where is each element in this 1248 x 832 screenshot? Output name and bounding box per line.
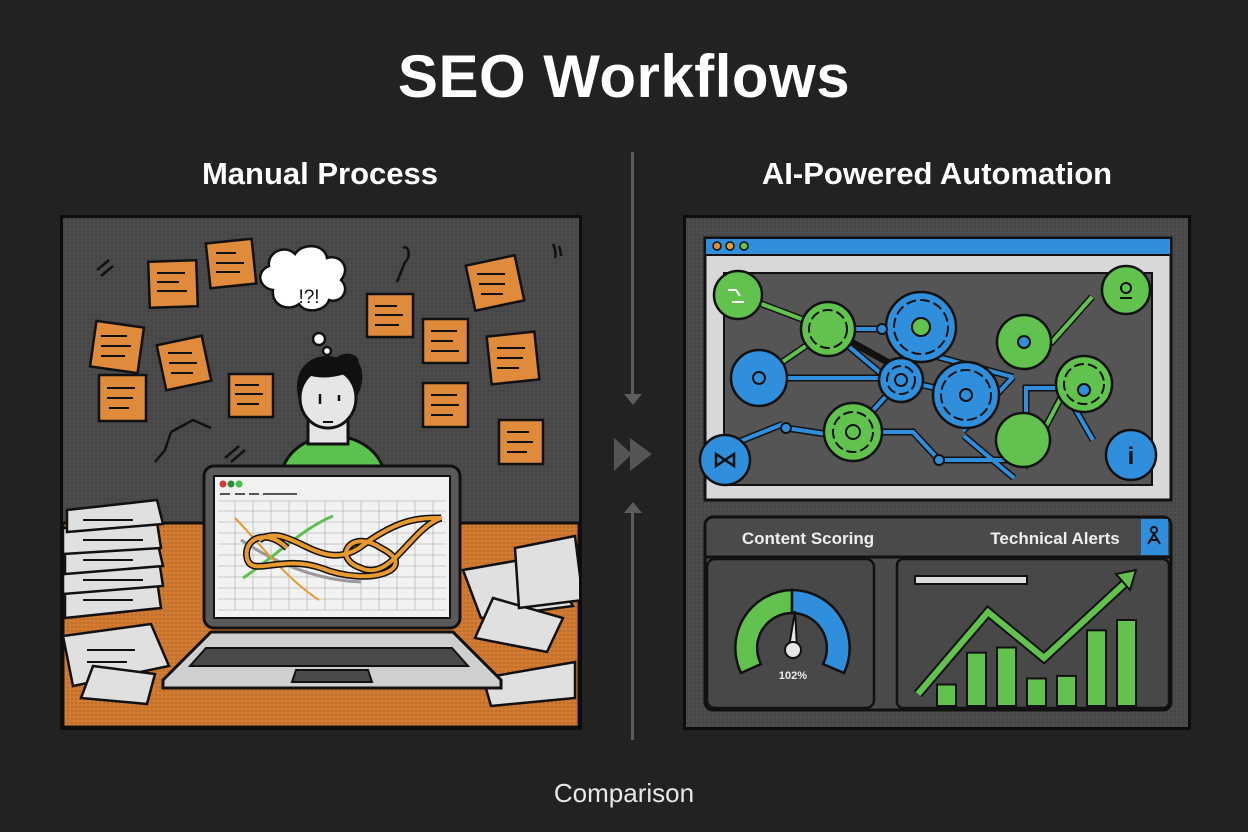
- content-score-gauge: 102%: [734, 588, 851, 682]
- scattered-papers: [461, 534, 579, 708]
- workflow-icon: [728, 289, 744, 303]
- fast-forward-icon: [614, 438, 652, 471]
- gauge-value: 102%: [779, 670, 807, 682]
- browser-dot-green: [739, 241, 749, 251]
- window-dot-green-dark: [227, 480, 235, 488]
- node-green: [712, 269, 764, 321]
- thought-bubble: [259, 245, 347, 357]
- content-scoring-label: Content Scoring: [742, 529, 874, 548]
- sticky-note: [146, 258, 200, 310]
- sticky-notes: [88, 237, 545, 466]
- up-arrow-icon: [624, 502, 642, 513]
- technical-alerts-chart: [936, 619, 1137, 708]
- tangled-data-lines: [234, 514, 443, 601]
- down-arrow-icon: [624, 394, 642, 405]
- window-dot-red: [219, 480, 227, 488]
- sticky-note: [365, 292, 415, 339]
- page-title: SEO Workflows: [397, 43, 851, 110]
- thought-bubble-text: !?!: [298, 287, 319, 308]
- ai-automation-illustration: i Content Scoring Technical Alerts 102%: [683, 215, 1191, 730]
- trend-arrow: [915, 581, 1127, 696]
- chart-bar: [1056, 674, 1077, 707]
- manual-scene: !?!: [63, 218, 579, 727]
- sticky-note: [97, 373, 148, 423]
- workflow-network: i: [698, 264, 1158, 487]
- technical-alerts-label: Technical Alerts: [990, 529, 1119, 548]
- chart-bar: [1116, 619, 1137, 707]
- trend-arrow-head: [1114, 568, 1138, 593]
- hourglass-icon: [714, 451, 736, 469]
- browser-dot-amber: [725, 241, 735, 251]
- ai-automation-heading: AI-Powered Automation: [761, 156, 1113, 191]
- divider-top: [631, 152, 634, 397]
- node-green: [1100, 264, 1152, 316]
- chart-bar: [936, 683, 957, 707]
- paper-lines: [83, 519, 143, 663]
- comparison-caption: Comparison: [553, 778, 695, 808]
- sticky-note: [421, 381, 470, 429]
- manual-process-illustration: !?!: [60, 215, 582, 730]
- alert-badge[interactable]: [1141, 519, 1168, 555]
- info-icon: i: [1128, 443, 1135, 470]
- scribble-marks: [96, 243, 563, 463]
- sticky-note: [88, 319, 146, 375]
- sticky-note: [204, 237, 258, 290]
- sticky-note: [227, 372, 275, 419]
- divider-bottom: [631, 510, 634, 740]
- window-dot-green: [235, 480, 243, 488]
- chart-bar: [1026, 677, 1047, 708]
- chart-bar: [966, 651, 987, 707]
- manual-process-heading: Manual Process: [201, 156, 439, 191]
- paper-stack: [63, 498, 171, 706]
- chart-bar: [996, 646, 1017, 707]
- automation-scene: i Content Scoring Technical Alerts 102%: [686, 218, 1188, 727]
- sticky-note: [464, 253, 526, 313]
- sticky-note: [155, 334, 213, 392]
- location-pin-icon: [1120, 282, 1132, 299]
- sticky-note: [485, 330, 541, 386]
- node-blue: [1104, 428, 1158, 482]
- node-green: [994, 411, 1052, 469]
- chart-bar: [1086, 629, 1107, 708]
- alert-person-icon: [1147, 526, 1161, 545]
- sticky-note: [497, 418, 545, 466]
- sticky-note: [421, 317, 470, 365]
- browser-dot-orange: [712, 241, 722, 251]
